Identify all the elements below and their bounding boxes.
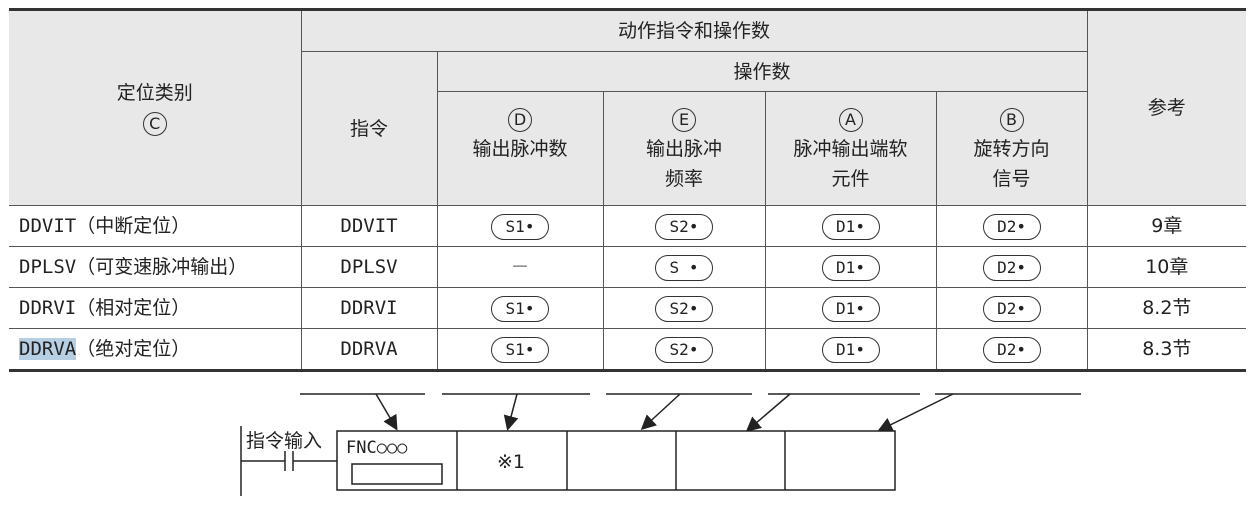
operand-badge: S • [655,255,713,281]
header-operands: 操作数 [436,51,1088,92]
cell-d: S1• [436,287,604,329]
row-reference[interactable]: 8.3节 [1086,328,1247,371]
note-mark: ※1 [497,451,526,473]
table-row: DDRVI（相对定位） DDRVI S1• S2• D1• D2• 8.2节 [9,287,1247,329]
cell-b: D2• [935,328,1088,371]
header-col-a: A 脉冲输出端软 元件 [764,91,937,206]
header-col-a-line1: 脉冲输出端软 [793,137,908,160]
operand-badge: D1• [821,255,880,281]
header-col-e-line1: 输出脉冲 [645,137,722,160]
cell-a: D1• [764,287,937,329]
cell-b: D2• [935,287,1088,329]
operand-badge: S2• [655,337,713,363]
operand-badge: S2• [655,214,713,240]
operand-badge: D1• [821,296,880,322]
row-reference[interactable]: 8.2节 [1086,287,1247,329]
circle-mark-c: C [142,112,167,136]
header-category: 定位类别 C [9,9,302,206]
row-category[interactable]: DDRVA（绝对定位） [9,328,302,371]
row-category-rest: （绝对定位） [76,338,191,360]
cell-d: S1• [436,328,604,371]
row-category[interactable]: DDRVI（相对定位） [9,287,302,329]
cell-b: D2• [935,205,1088,247]
row-category[interactable]: DDVIT（中断定位） [9,205,302,247]
operand-badge: D2• [982,296,1041,322]
row-instruction[interactable]: DPLSV [300,246,438,288]
ladder-contact [240,426,337,496]
operand-badge: S1• [491,337,549,363]
circle-mark-b: B [999,107,1024,132]
header-category-label: 定位类别 [116,82,193,104]
table-row: DDVIT（中断定位） DDVIT S1• S2• D1• D2• 9章 [9,205,1247,247]
cell-a: D1• [764,328,937,371]
operand-badge: D2• [982,255,1041,281]
header-group-title: 动作指令和操作数 [300,9,1088,52]
instruction-input-label: 指令输入 [246,430,323,452]
operand-badge: D2• [982,214,1041,240]
row-reference[interactable]: 10章 [1086,246,1247,288]
header-col-d: D 输出脉冲数 [437,91,604,206]
header-col-d-line1: 输出脉冲数 [472,137,568,160]
instruction-boxes [336,430,896,491]
empty-dash: － [510,256,530,278]
row-reference[interactable]: 9章 [1086,205,1247,247]
cell-a: D1• [764,246,937,288]
operand-badge: D1• [821,214,880,240]
operand-badge: S2• [655,296,713,322]
row-instruction[interactable]: DDRVA [300,328,438,371]
header-col-a-line2: 元件 [831,167,870,190]
circle-mark-a: A [838,107,863,132]
fnc-label: FNC○○○ [346,438,408,458]
operand-badge: S1• [491,296,549,322]
positioning-table: 定位类别 C 动作指令和操作数 参考 指令 操作数 D 输出脉冲数 E 输出脉冲… [9,8,1247,372]
row-category[interactable]: DPLSV（可变速脉冲输出） [9,246,302,288]
table-row: DPLSV（可变速脉冲输出） DPLSV － S • D1• D2• 10章 [9,246,1247,288]
header-col-e: E 输出脉冲 频率 [602,91,766,206]
cell-a: D1• [764,205,937,247]
operand-badge: D1• [821,337,880,363]
row-instruction[interactable]: DDVIT [300,205,438,247]
cell-e: S2• [602,328,766,371]
arrows [375,393,954,432]
cell-d: － [436,246,604,288]
cell-d: S1• [436,205,604,247]
header-col-b: B 旋转方向 信号 [935,91,1088,206]
table-row: DDRVA（绝对定位） DDRVA S1• S2• D1• D2• 8.3节 [9,328,1247,371]
ladder-diagram-svg [240,393,1081,496]
header-instruction: 指令 [301,51,438,206]
operand-badge: S1• [491,214,549,240]
selected-text[interactable]: DDRVA [19,338,77,360]
cell-b: D2• [935,246,1088,288]
header-col-d-line2 [438,164,603,194]
header-col-b-line2: 信号 [992,167,1031,190]
header-col-b-line1: 旋转方向 [973,137,1050,160]
cell-e: S2• [602,205,766,247]
operand-badge: D2• [982,337,1041,363]
circle-mark-d: D [508,107,532,132]
header-reference: 参考 [1086,9,1247,206]
header-col-e-line2: 频率 [664,167,703,190]
row-instruction[interactable]: DDRVI [300,287,438,329]
circle-mark-e: E [672,107,696,132]
cell-e: S2• [602,287,766,329]
ladder-diagram: 指令输入 FNC○○○ ※1 [0,376,1256,510]
cell-e: S • [602,246,766,288]
